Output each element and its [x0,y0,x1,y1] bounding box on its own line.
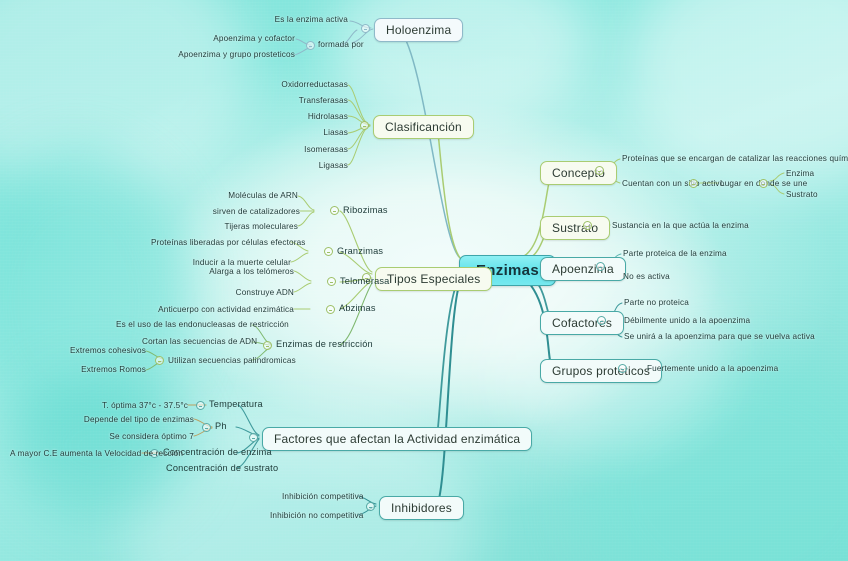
leaf-apoenzima-1: No es activa [623,272,670,281]
leaf-concepto-1: Cuentan con un sitio activo [622,179,725,188]
leaf-concentracion-enzima-0: A mayor C.E aumenta la Velocidad de recc… [10,449,184,458]
toggle-apoenzima[interactable] [596,262,605,271]
toggle-telomerasa[interactable] [327,277,336,286]
topic-concepto[interactable]: Concepto [540,161,617,185]
toggle-holoenzima[interactable] [361,24,370,33]
topic-apoenzima[interactable]: Apoenzima [540,257,626,281]
subtopic-granzimas[interactable]: Granzimas [337,246,384,256]
leaf-clasificacion-3: Liasas [323,128,348,137]
toggle-cofactores[interactable] [597,316,606,325]
toggle-sustrato[interactable] [583,221,592,230]
leaf-ph-1: Se considera óptimo 7 [109,432,194,441]
leaf-clasificacion-5: Ligasas [318,161,348,170]
leaf-cofactores-2: Se unirá a la apoenzima para que se vuel… [624,332,815,341]
leaf-ribozimas-2: Tijeras moleculares [224,222,298,231]
leaf-palindromicas-0: Extremos cohesivos [70,346,146,355]
subtopic-enzimas-restriccion[interactable]: Enzimas de restricción [276,339,373,349]
subtopic-telomerasa[interactable]: Telomerasa [340,276,390,286]
leaf-grupos-proteticos-0: Fuertemente unido a la apoenzima [647,364,779,373]
leaf-holoenzima-1: formada por [318,40,364,49]
toggle-enzimas-restriccion[interactable] [263,341,272,350]
leaf-clasificacion-1: Transferasas [298,96,348,105]
toggle-tipos-especiales[interactable] [362,273,371,282]
subtopic-ph[interactable]: Ph [215,421,227,431]
leaf-restriccion-2: Utilizan secuencias palindromicas [168,356,296,365]
leaf-granzimas-0: Proteínas liberadas por células efectora… [151,238,306,247]
subtopic-ribozimas[interactable]: Ribozimas [343,205,388,215]
leaf-holoenzima-0: Es la enzima activa [274,15,348,24]
leaf-cofactores-0: Parte no proteica [624,298,689,307]
topic-holoenzima[interactable]: Holoenzima [374,18,464,42]
leaf-ribozimas-0: Moléculas de ARN [228,191,298,200]
toggle-clasificacion[interactable] [360,121,369,130]
leaf-cofactores-1: Débilmente unido a la apoenzima [624,316,751,325]
topic-factores[interactable]: Factores que afectan la Actividad enzimá… [262,427,533,451]
leaf-holoenzima-1-0: Apoenzima y cofactor [213,34,295,43]
toggle-factores[interactable] [249,433,258,442]
topic-tipos-especiales[interactable]: Tipos Especiales [375,267,493,291]
leaf-restriccion-0: Es el uso de las endonucleasas de restri… [116,320,289,329]
leaf-clasificacion-0: Oxidorreductasas [281,80,348,89]
leaf-clasificacion-4: Isomerasas [304,145,348,154]
leaf-abzimas-0: Anticuerpo con actividad enzimática [158,305,294,314]
leaf-apoenzima-0: Parte proteica de la enzima [623,249,727,258]
toggle-formada-por[interactable] [306,41,315,50]
leaf-palindromicas-1: Extremos Romos [81,365,146,374]
leaf-granzimas-1: Inducir a la muerte celular [192,258,291,267]
subtopic-concentracion-sustrato: Concentración de sustrato [166,463,279,473]
leaf-sustrato-0: Sustancia en la que actúa la enzima [612,221,749,230]
leaf-temperatura-0: T. óptima 37°c - 37.5°c [102,401,188,410]
toggle-ribozimas[interactable] [330,206,339,215]
leaf-telomerasa-1: Construye ADN [235,288,294,297]
toggle-inhibidores[interactable] [366,502,375,511]
subtopic-abzimas[interactable]: Abzimas [339,303,376,313]
toggle-abzimas[interactable] [326,305,335,314]
toggle-palindromicas[interactable] [155,356,164,365]
leaf-ph-0: Depende del tipo de enzimas [83,415,194,424]
topic-sustrato[interactable]: Sustrato [540,216,611,240]
leaf-sitio-activo-0: Lugar en donde se une [720,179,807,188]
leaf-telomerasa-0: Alarga a los telómeros [209,267,294,276]
topic-grupos-proteticos[interactable]: Grupos proteticos [540,359,663,383]
toggle-grupos-proteticos[interactable] [618,364,627,373]
toggle-lugar-donde-se-une[interactable] [759,179,768,188]
leaf-restriccion-1: Cortan las secuencias de ADN [142,337,258,346]
leaf-clasificacion-2: Hidrolasas [307,112,348,121]
toggle-concepto[interactable] [595,166,604,175]
leaf-holoenzima-1-1: Apoenzima y grupo prosteticos [178,50,295,59]
leaf-inhibidores-1: Inhibición no competitiva [270,511,364,520]
topic-cofactores[interactable]: Cofactores [540,311,625,335]
topic-clasificacion[interactable]: Clasificanción [373,115,474,139]
leaf-concepto-0: Proteínas que se encargan de catalizar l… [622,154,848,163]
toggle-granzimas[interactable] [324,247,333,256]
toggle-temperatura[interactable] [196,401,205,410]
toggle-concentracion-enzima[interactable] [150,449,159,458]
leaf-lugar-0: Enzima [786,169,815,178]
subtopic-concentracion-enzima[interactable]: Concentración de enzima [163,447,272,457]
toggle-sitio-activo[interactable] [689,179,698,188]
topic-inhibidores[interactable]: Inhibidores [379,496,464,520]
leaf-lugar-1: Sustrato [786,190,818,199]
leaf-inhibidores-0: Inhibición competitiva [282,492,364,501]
subtopic-temperatura[interactable]: Temperatura [209,399,263,409]
toggle-ph[interactable] [202,423,211,432]
leaf-ribozimas-1: sirven de catalizadores [212,207,300,216]
